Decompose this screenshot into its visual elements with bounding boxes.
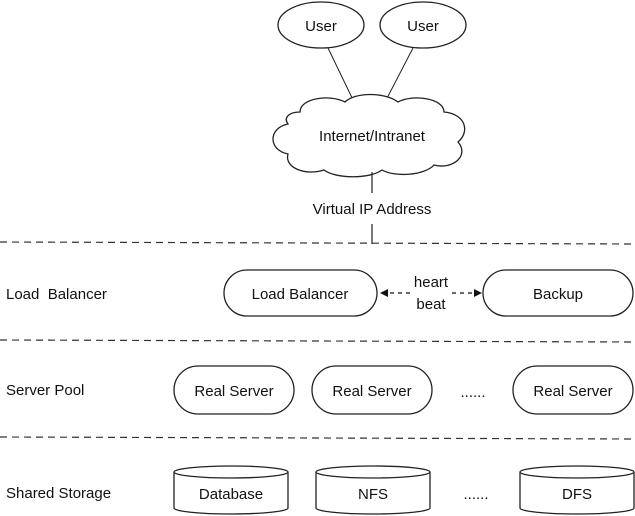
real-server-label: Real Server xyxy=(332,383,411,400)
tier-label-load-balancer: Load Balancer xyxy=(6,286,107,303)
real-server-label: Real Server xyxy=(533,383,612,400)
heartbeat-label-line2: beat xyxy=(416,296,446,313)
user-node xyxy=(277,1,365,49)
load-balancer-label: Load Balancer xyxy=(252,286,349,303)
tier-divider xyxy=(0,339,635,343)
user-label: User xyxy=(407,18,439,35)
nfs-label: NFS xyxy=(358,486,388,503)
cloud-label: Internet/Intranet xyxy=(319,128,426,145)
backup-node xyxy=(482,269,634,317)
dfs-label: DFS xyxy=(562,486,592,503)
tier-divider xyxy=(0,436,635,440)
real-server-label: Real Server xyxy=(194,383,273,400)
tier-divider xyxy=(0,241,635,245)
user-2-connector xyxy=(383,47,414,105)
storage-ellipsis: ...... xyxy=(463,486,488,503)
user-node xyxy=(379,1,467,49)
real-server-node xyxy=(512,365,634,415)
tier-label-shared-storage: Shared Storage xyxy=(6,485,111,502)
real-server-node xyxy=(173,365,295,415)
heartbeat-label-line1: heart xyxy=(414,274,449,291)
nfs-cylinder xyxy=(315,465,431,515)
real-server-node xyxy=(311,365,433,415)
vip-label: Virtual IP Address xyxy=(313,201,432,218)
servers-ellipsis: ...... xyxy=(460,384,485,401)
user-label: User xyxy=(305,18,337,35)
backup-label: Backup xyxy=(533,286,583,303)
load-balancer-node xyxy=(223,269,378,317)
database-cylinder xyxy=(173,465,289,515)
database-label: Database xyxy=(199,486,263,503)
user-1-connector xyxy=(327,47,356,105)
dfs-cylinder xyxy=(519,465,635,515)
cloud-shape xyxy=(272,93,466,178)
tier-label-server-pool: Server Pool xyxy=(6,382,84,399)
